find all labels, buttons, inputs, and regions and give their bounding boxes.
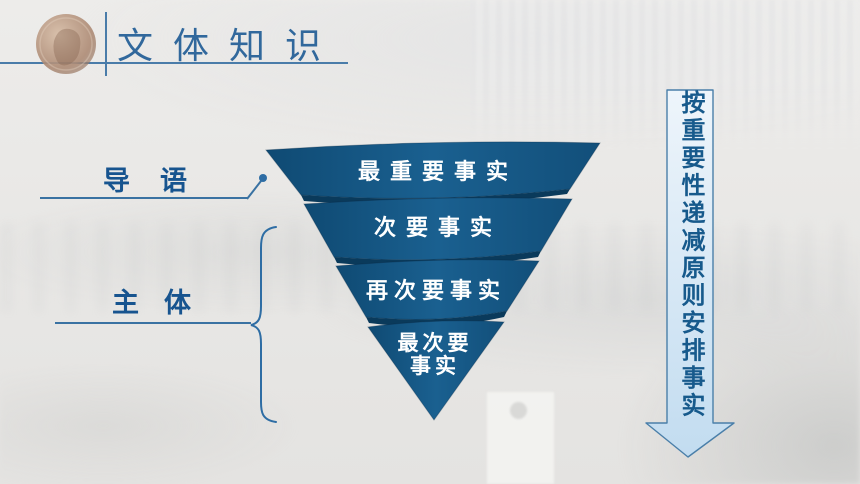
background-podium <box>487 392 554 484</box>
funnel-level-4-line-2: 事实 <box>410 355 460 378</box>
lead-label: 导语 <box>103 166 217 196</box>
down-arrow-shape <box>645 89 735 458</box>
body-label: 主体 <box>112 288 216 318</box>
down-arrow <box>645 89 735 458</box>
funnel-level-2-shape <box>303 197 573 261</box>
background-organ-pipes-texture <box>470 0 860 150</box>
page-title: 文体知识 <box>117 26 342 66</box>
background-podium-logo <box>510 402 527 419</box>
header-divider-line <box>105 12 107 76</box>
funnel-level-4-line-1: 最次要 <box>397 332 473 355</box>
side-note-text: 按重要性递减原则安排事实 <box>677 90 704 420</box>
funnel-level-2-label: 次要事实 <box>373 215 502 240</box>
nobel-medal-image <box>36 14 96 74</box>
funnel-level-4-shape <box>367 320 505 421</box>
lead-connector-dot <box>259 174 267 182</box>
header-underline <box>0 62 348 64</box>
funnel-level-1-shape <box>265 141 601 199</box>
medal-disc <box>36 14 96 74</box>
body-brace <box>250 226 277 423</box>
funnel-level-3-shape <box>335 259 540 320</box>
lead-underline <box>40 197 248 199</box>
body-underline <box>55 322 251 324</box>
funnel-level-4-label: 最次要 事实 <box>333 332 533 378</box>
medal-profile-face <box>53 28 81 66</box>
funnel-level-3-label: 再次要事实 <box>365 278 506 303</box>
lead-connector-line <box>246 180 262 200</box>
funnel-level-1-label: 最重要事实 <box>357 159 518 184</box>
